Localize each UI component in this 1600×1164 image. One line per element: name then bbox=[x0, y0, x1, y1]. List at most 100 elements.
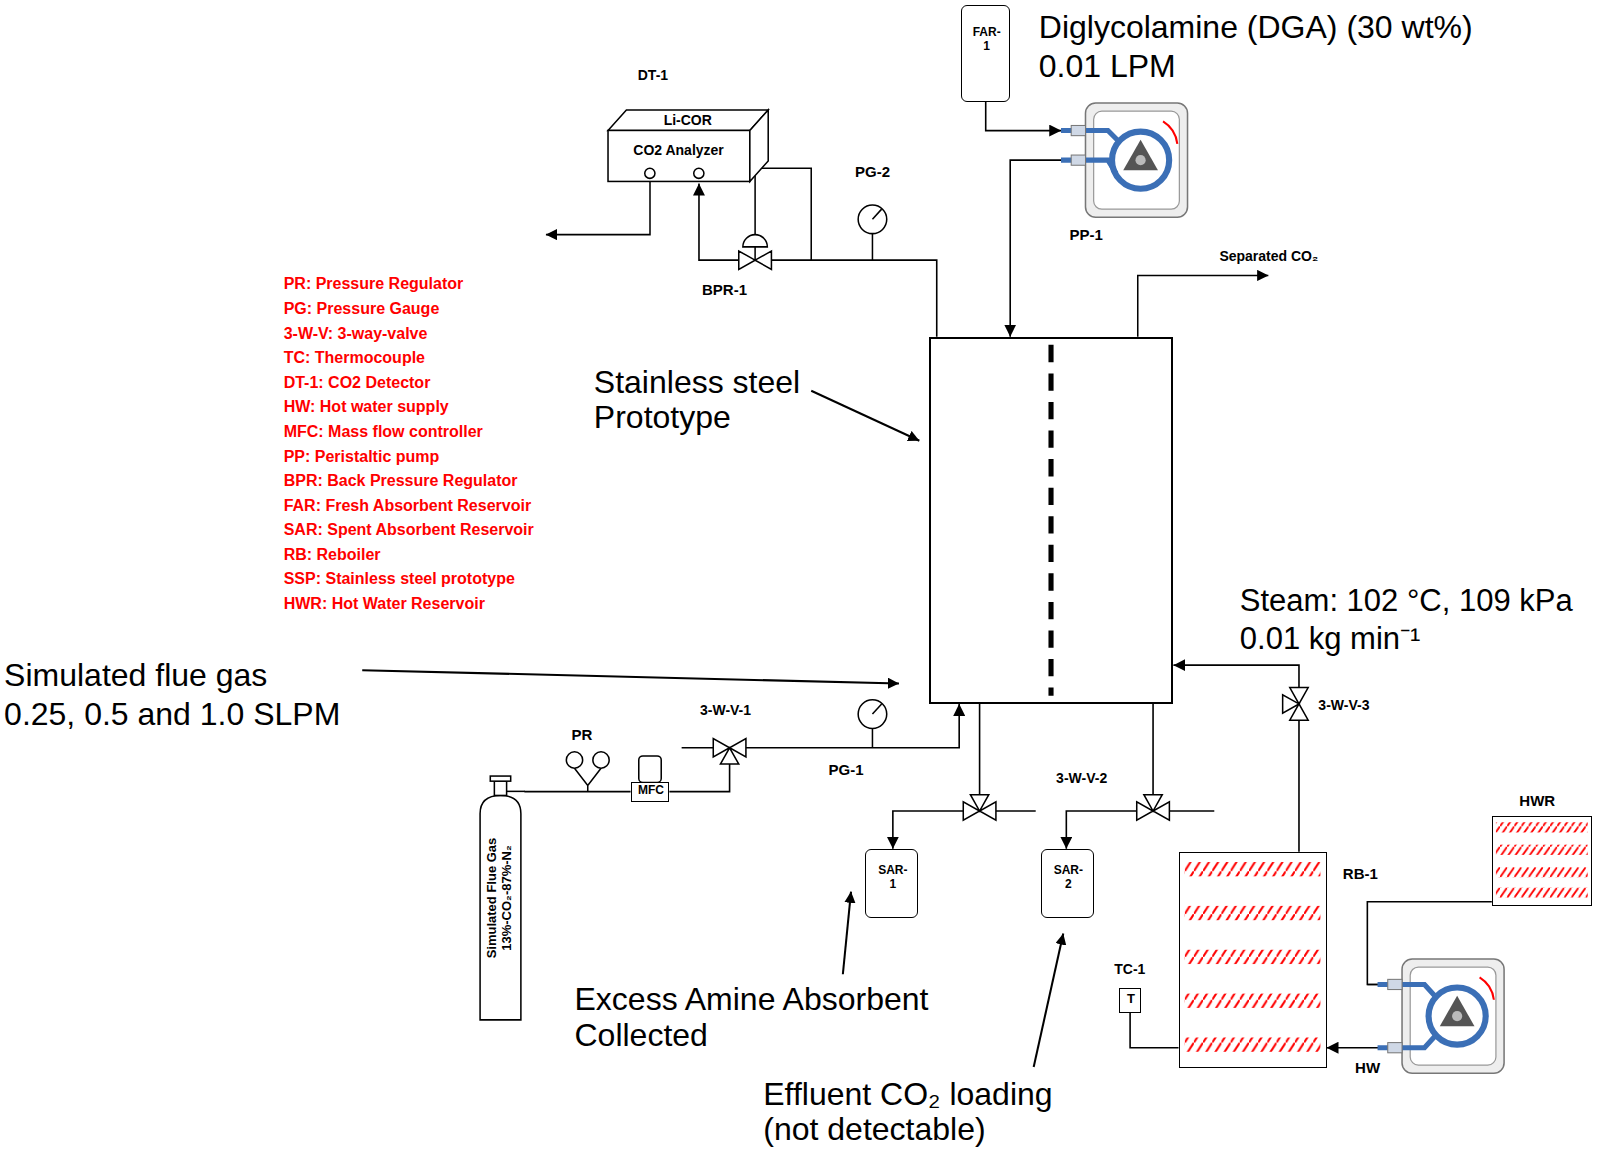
node-label: CO2 Analyzer bbox=[633, 142, 724, 158]
pipe-line bbox=[574, 768, 601, 791]
thermocouple-box: TC-1T bbox=[1119, 988, 1140, 1014]
node-label: PP-1 bbox=[1069, 226, 1102, 243]
box3d-outline bbox=[645, 168, 655, 178]
pipe-line bbox=[546, 168, 1400, 984]
cyl-outline bbox=[490, 776, 510, 781]
heating-hatch bbox=[1496, 888, 1588, 898]
leader-arrow bbox=[843, 892, 851, 975]
stream-note: Simulated flue gas bbox=[4, 658, 267, 693]
three-way-valve bbox=[1137, 795, 1170, 821]
abbreviation-text: BPR: Back Pressure Regulator bbox=[284, 472, 518, 490]
node-label: HWR bbox=[1519, 792, 1555, 809]
analyzer-box: DT-1Li-CORCO2 Analyzer bbox=[607, 108, 770, 183]
node-label: Li-COR bbox=[664, 112, 712, 128]
box3d-outline bbox=[694, 168, 704, 178]
node-label: SAR- 1 bbox=[878, 864, 907, 892]
peristaltic-pump bbox=[1480, 977, 1494, 999]
pressure-gauge bbox=[872, 704, 881, 714]
peristaltic-pump bbox=[1378, 1036, 1435, 1047]
abbreviation-text: PP: Peristaltic pump bbox=[284, 448, 440, 466]
leader-arrow bbox=[362, 670, 899, 683]
pump-outline bbox=[1136, 155, 1146, 165]
abbreviation-text: 3-W-V: 3-way-valve bbox=[284, 325, 428, 343]
pipe-connector bbox=[1173, 665, 1299, 852]
abbreviation-text: TC: Thermocouple bbox=[284, 349, 425, 367]
heating-hatch bbox=[1185, 1038, 1321, 1052]
pipe-connector bbox=[524, 791, 630, 793]
node-label: FAR- 1 bbox=[973, 26, 1001, 54]
abbreviation-text: FAR: Fresh Absorbent Reservoir bbox=[284, 497, 531, 515]
box3d-outline bbox=[750, 110, 768, 181]
valve-tag: BPR-1 bbox=[702, 281, 747, 298]
cyl-outline bbox=[494, 781, 506, 795]
peristaltic-pump: PP-1 bbox=[1061, 102, 1192, 219]
pipe-line bbox=[1138, 275, 1269, 336]
abbreviation-text: MFC: Mass flow controller bbox=[284, 423, 483, 441]
peristaltic-pump bbox=[1452, 1011, 1462, 1021]
pipe-line bbox=[996, 810, 1036, 812]
pressure-gauge bbox=[858, 205, 887, 234]
valve-tag: 3-W-V-2 bbox=[1056, 770, 1107, 786]
peristaltic-pump bbox=[1378, 959, 1505, 1073]
peristaltic-pump bbox=[1440, 996, 1475, 1027]
pressure-gauge bbox=[872, 209, 881, 219]
heating-hatch bbox=[1496, 867, 1588, 877]
abbreviation-text: DT-1: CO2 Detector bbox=[284, 374, 431, 392]
flow-controller-head bbox=[639, 756, 661, 783]
peristaltic-pump bbox=[1378, 984, 1435, 995]
three-way-valve bbox=[713, 739, 746, 765]
node-label: TC-1 bbox=[1114, 961, 1145, 977]
peristaltic-pump bbox=[1410, 967, 1496, 1065]
node-label: Stainless steel Prototype bbox=[594, 365, 859, 435]
supply-tag: HW bbox=[1355, 1059, 1380, 1076]
back-pressure-regulator bbox=[754, 247, 756, 260]
pressure-gauge bbox=[858, 700, 887, 729]
vessel-divider bbox=[1048, 345, 1053, 696]
box3d-outline bbox=[608, 131, 750, 182]
abbreviation-text: SAR: Spent Absorbent Reservoir bbox=[284, 521, 534, 539]
prototype-vessel: Stainless steel Prototype bbox=[929, 337, 1174, 704]
three-way-valve bbox=[1283, 688, 1309, 721]
pump-outline bbox=[1112, 132, 1169, 189]
abbreviation-text: RB: Reboiler bbox=[284, 546, 381, 564]
heating-hatch bbox=[1185, 862, 1321, 876]
pressure-gauge bbox=[858, 205, 887, 728]
three-way-valve bbox=[963, 795, 996, 821]
stream-note: Steam: 102 °C, 109 kPa bbox=[1240, 584, 1573, 618]
abbreviation-text: SSP: Stainless steel prototype bbox=[284, 570, 515, 588]
abbreviation-text: HW: Hot water supply bbox=[284, 398, 449, 416]
reboiler-box: RB-1 bbox=[1179, 852, 1327, 1068]
pipe-connector bbox=[1130, 1013, 1178, 1048]
callout-note: Effluent CO₂ loading (not detectable) bbox=[763, 1077, 1079, 1147]
peristaltic-pump bbox=[1388, 1043, 1402, 1053]
reservoir-box: SAR- 1 bbox=[865, 849, 918, 918]
peristaltic-pump bbox=[1388, 979, 1402, 989]
leader-arrow bbox=[811, 391, 919, 441]
pipe-connector bbox=[699, 184, 937, 337]
pump-outline bbox=[1123, 140, 1158, 171]
pipe-line bbox=[872, 234, 874, 261]
heating-hatch bbox=[1185, 822, 1588, 1052]
peristaltic-pump bbox=[1402, 959, 1504, 1073]
pressure-regulator bbox=[566, 752, 582, 768]
node-label: RB-1 bbox=[1343, 865, 1378, 882]
heating-hatch bbox=[1185, 950, 1321, 964]
node-label: MFC bbox=[638, 784, 664, 798]
gauge-tag: PG-1 bbox=[829, 761, 864, 778]
abbreviation-text: HWR: Hot Water Reservoir bbox=[284, 595, 485, 613]
heating-hatch bbox=[1185, 906, 1321, 920]
pipe-line bbox=[682, 747, 714, 749]
pump-outline bbox=[1061, 102, 1192, 219]
leader-arrow bbox=[362, 391, 1063, 1067]
reservoir-box: HWR bbox=[1492, 816, 1592, 906]
valve-tag: 3-W-V-3 bbox=[1318, 697, 1369, 713]
heating-hatch bbox=[1496, 822, 1588, 832]
pressure-regulator bbox=[593, 752, 609, 768]
back-pressure-regulator bbox=[743, 235, 767, 247]
cyl-outline bbox=[506, 791, 524, 793]
gauge-tag: PG-2 bbox=[855, 163, 890, 180]
pipe-line bbox=[872, 728, 874, 747]
callout-note: Excess Amine Absorbent Collected bbox=[574, 982, 982, 1052]
stream-note: 0.01 kg min⁻¹ bbox=[1240, 622, 1421, 656]
flow-controller: MFC bbox=[631, 782, 670, 801]
